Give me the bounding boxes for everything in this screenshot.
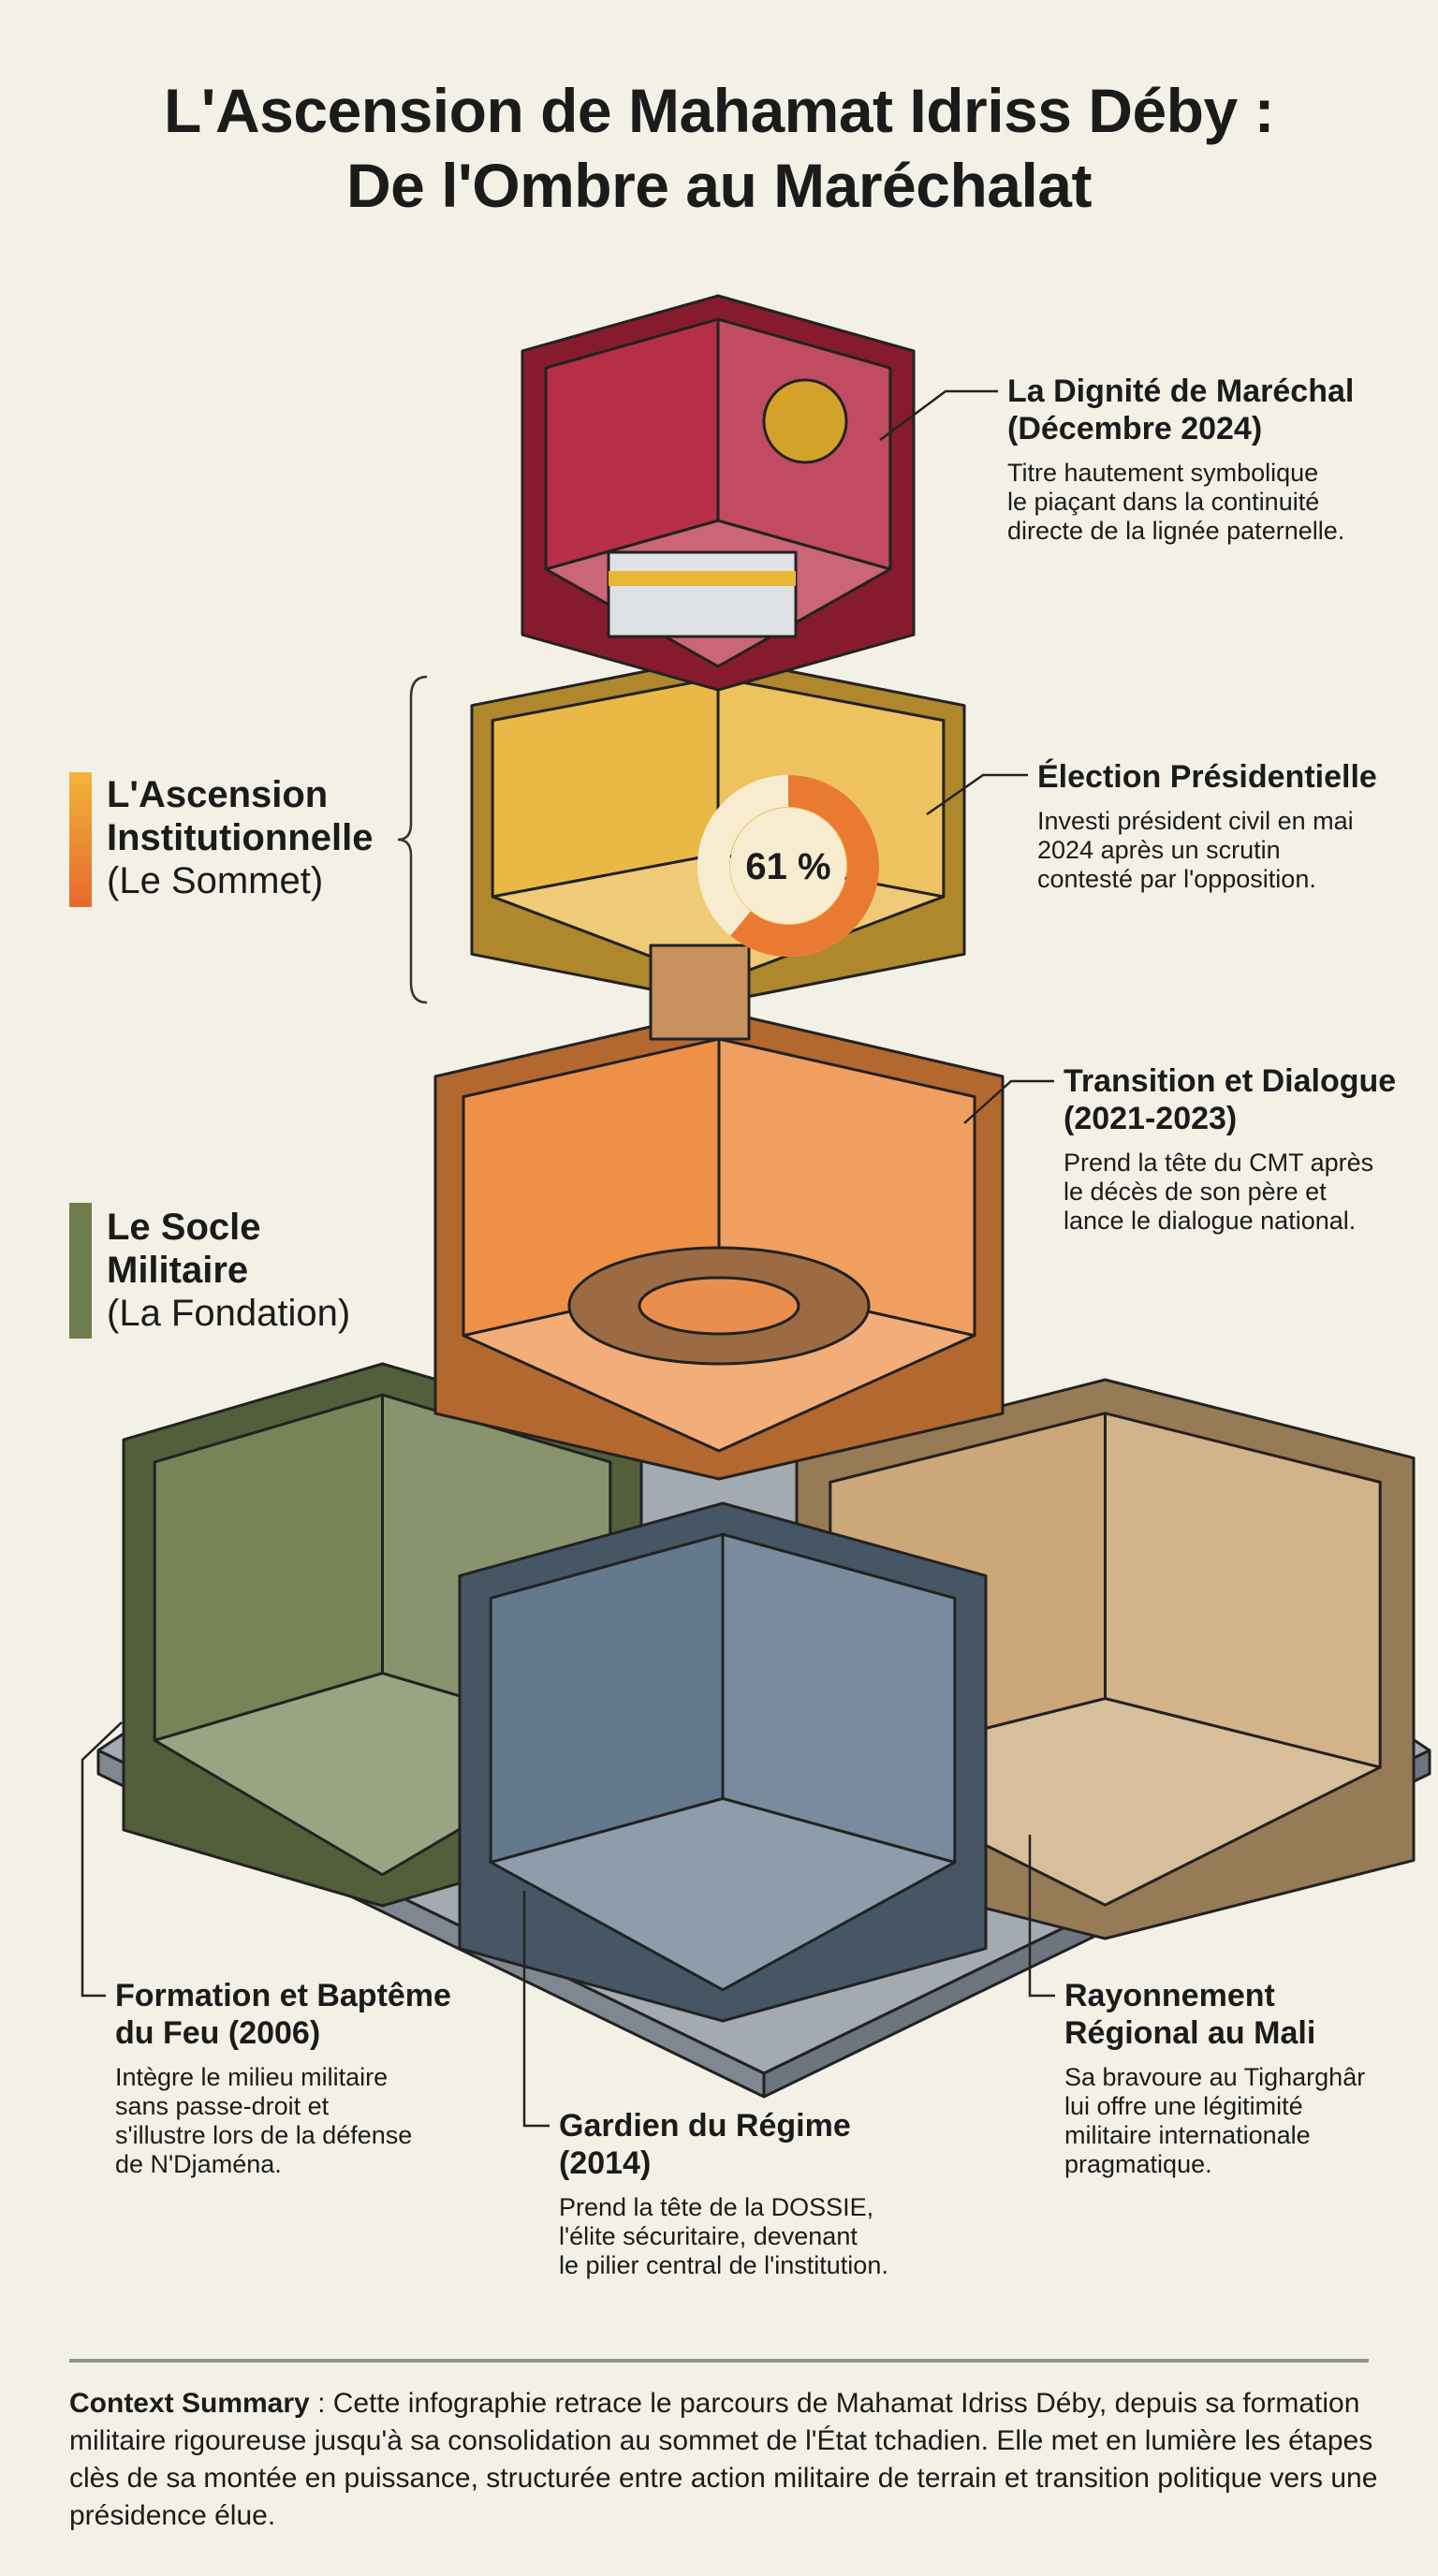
- vote-donut-center: [730, 808, 846, 924]
- brace-bracket: [397, 675, 428, 1004]
- ballot-box-icon: [649, 944, 751, 1041]
- title-line-2: De l'Ombre au Maréchalat: [346, 151, 1092, 220]
- stage-title: Gardien du Régime: [559, 2108, 851, 2144]
- leader-line: [81, 1721, 123, 1998]
- summit-color-bar: [69, 772, 92, 907]
- section-title: Le Socle: [107, 1207, 261, 1248]
- eagle-emblem-icon: [762, 378, 848, 464]
- page-title: L'Ascension de Mahamat Idriss Déby : De …: [0, 73, 1438, 223]
- context-summary: Context Summary : Cette infographie retr…: [69, 2385, 1380, 2535]
- stage-title: Transition et Dialogue: [1064, 1063, 1397, 1099]
- stage-title: Rayonnement: [1064, 1978, 1275, 2013]
- stage-marechal: La Dignité de Maréchal(Décembre 2024) Ti…: [1007, 373, 1354, 546]
- section-subtitle: (Le Sommet): [107, 860, 324, 901]
- stage-text: Investi président civil en mai: [1037, 807, 1354, 835]
- stage-text: le pilier central de l'institution.: [559, 2251, 888, 2279]
- divider: [69, 2359, 1369, 2363]
- round-table-center: [638, 1276, 800, 1336]
- stage-text: 2024 après un scrutin: [1037, 836, 1281, 864]
- stage-text: militaire internationale: [1064, 2121, 1311, 2149]
- leader-line: [522, 1891, 550, 2128]
- stage-title: Formation et Baptême: [115, 1978, 451, 2013]
- stage-text: s'illustre lors de la défense: [115, 2121, 413, 2149]
- stage-text: l'élite sécuritaire, devenant: [559, 2222, 858, 2250]
- summary-label: Context Summary: [69, 2388, 310, 2419]
- stage-text: le décès de son père et: [1064, 1178, 1327, 1206]
- stage-date: Régional au Mali: [1064, 2015, 1316, 2051]
- stage-text: contesté par l'opposition.: [1037, 865, 1316, 893]
- stage-text: lance le dialogue national.: [1064, 1207, 1357, 1235]
- stage-date: du Feu (2006): [115, 2015, 321, 2051]
- stage-text: pragmatique.: [1064, 2150, 1212, 2178]
- foundation-color-bar: [69, 1203, 92, 1339]
- leader-line: [1028, 1835, 1055, 1998]
- vote-percent-label: 61 %: [745, 846, 830, 887]
- stage-text: Sa bravoure au Tigharghâr: [1064, 2063, 1366, 2091]
- leader-line: [879, 389, 998, 442]
- stage-title: Élection Présidentielle: [1037, 759, 1377, 795]
- stage-date: (2014): [559, 2145, 652, 2181]
- stage-title: La Dignité de Maréchal: [1007, 373, 1355, 409]
- stage-text: Intègre le milieu militaire: [115, 2063, 389, 2091]
- stage-text: directe de la lignée paternelle.: [1007, 517, 1345, 545]
- vote-donut-arc: [730, 775, 879, 957]
- pedestal-stripe: [609, 571, 796, 586]
- summary-text: : Cette infographie retrace le parcours …: [69, 2388, 1378, 2531]
- section-title: Institutionnelle: [107, 817, 374, 858]
- section-title: L'Ascension: [107, 774, 329, 815]
- stage-gardien: Gardien du Régime(2014) Prend la tête de…: [559, 2107, 888, 2280]
- stage-text: Prend la tête de la DOSSIE,: [559, 2193, 874, 2221]
- stage-text: de N'Djaména.: [115, 2150, 282, 2178]
- section-foundation-label: Le Socle Militaire (La Fondation): [107, 1206, 350, 1335]
- leader-line: [963, 1079, 1054, 1124]
- stage-text: Titre hautement symbolique: [1007, 459, 1319, 487]
- stage-text: le piaçant dans la continuité: [1007, 488, 1320, 516]
- stage-date: (Décembre 2024): [1007, 411, 1263, 446]
- title-line-1: L'Ascension de Mahamat Idriss Déby :: [163, 76, 1275, 145]
- stage-text: sans passe-droit et: [115, 2092, 330, 2120]
- section-title: Militaire: [107, 1250, 249, 1291]
- room-gardien-floor: [489, 1796, 957, 1992]
- stage-election: Élection Présidentielle Investi présiden…: [1037, 758, 1377, 894]
- stage-text: Prend la tête du CMT après: [1064, 1149, 1374, 1177]
- leader-line: [926, 773, 1028, 816]
- stage-transition: Transition et Dialogue(2021-2023) Prend …: [1064, 1062, 1396, 1236]
- section-summit-label: L'Ascension Institutionnelle (Le Sommet): [107, 773, 373, 902]
- stage-date: (2021-2023): [1064, 1101, 1238, 1136]
- section-subtitle: (La Fondation): [107, 1293, 351, 1334]
- pedestal-icon: [607, 550, 798, 638]
- stage-text: lui offre une légitimité: [1064, 2092, 1303, 2120]
